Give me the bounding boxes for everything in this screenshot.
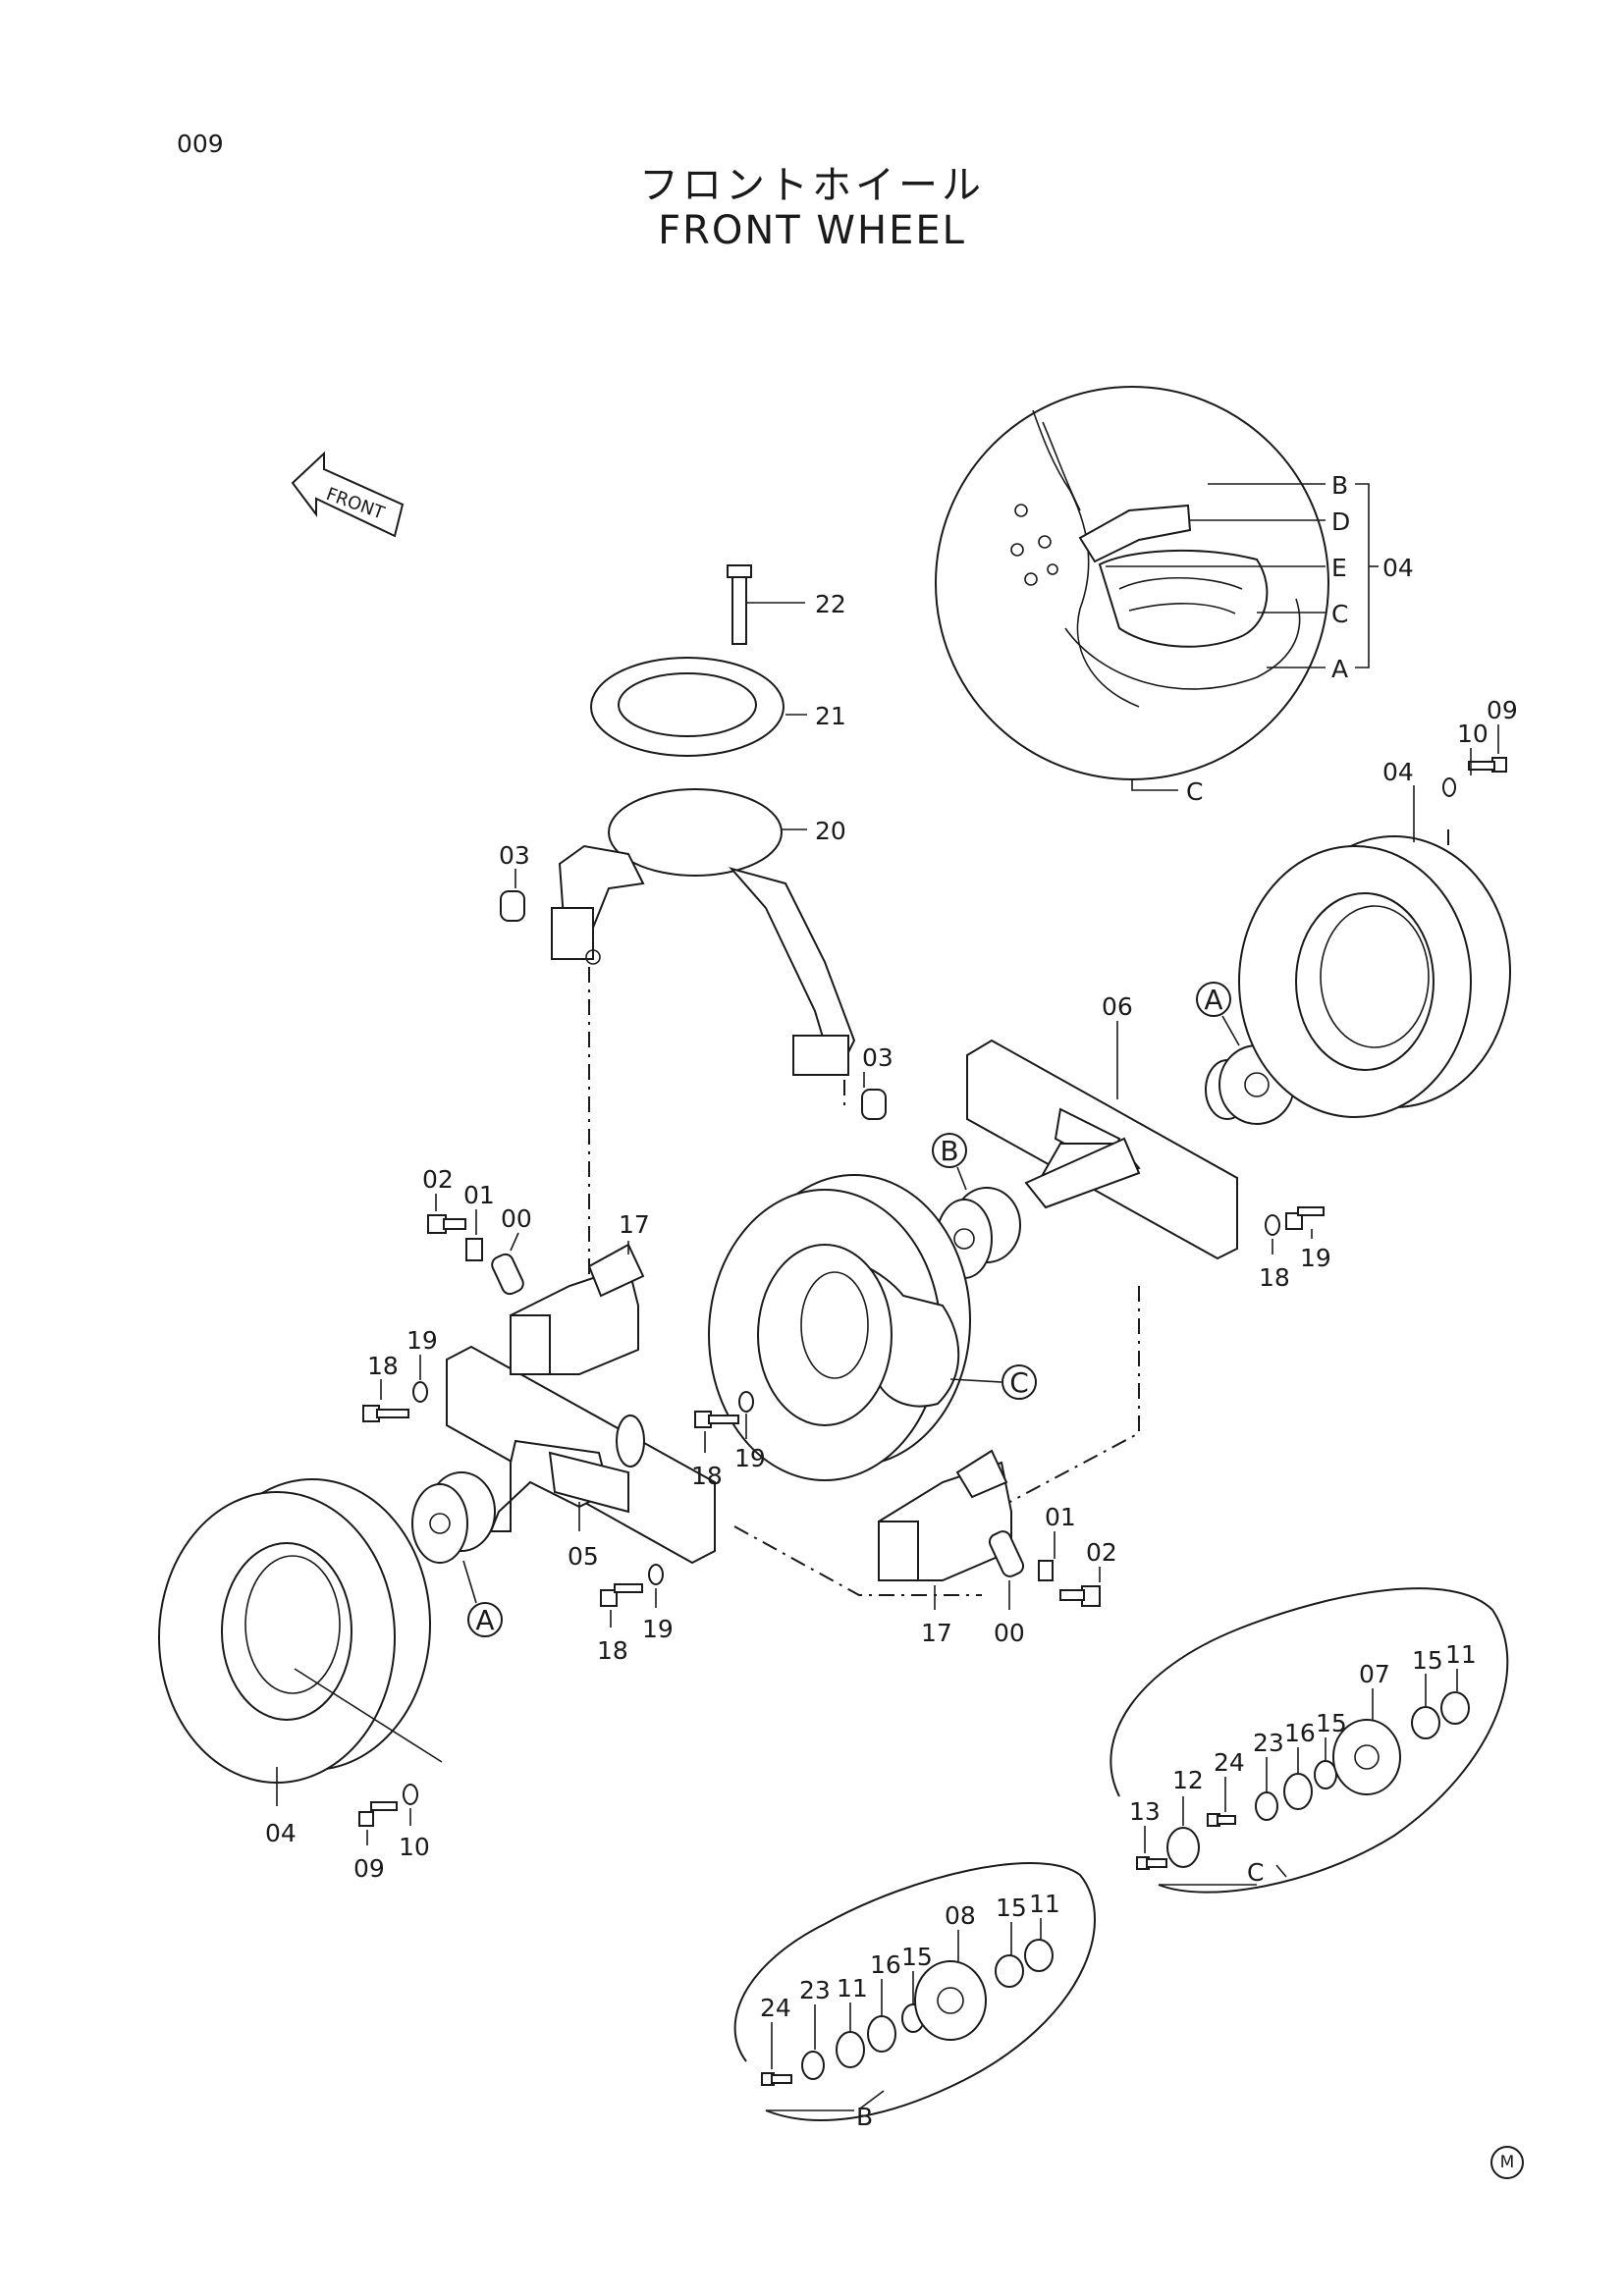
callout-19-set2: 19 [734,1444,766,1472]
callout-02-upper: 02 [422,1165,454,1194]
callout-16-c: 16 [1284,1719,1316,1747]
front-direction-arrow: FRONT [291,451,405,538]
circle-ref-b-main: B [932,1133,967,1191]
callout-23-c: 23 [1253,1729,1284,1757]
spindle-hub-b [936,1137,1141,1279]
group-c-label: C [1247,1858,1264,1887]
callout-24-c: 24 [1214,1748,1245,1777]
callout-13: 13 [1129,1797,1161,1826]
detail-parent-label: 04 [1382,554,1414,582]
group-b-label: B [856,2103,873,2131]
callout-12: 12 [1172,1766,1204,1794]
callout-10-right: 10 [1457,720,1489,748]
tire-04-left: 04 [158,1478,443,1847]
corner-circled-mark: M [1490,2146,1524,2179]
callout-09-left: 09 [353,1854,385,1883]
slewing-ring-21: 21 [590,657,846,757]
callout-04-right: 04 [1382,758,1414,786]
support-17-upper: 17 [509,1210,650,1375]
pin-00-upper: 00 [491,1204,532,1296]
detail-label-c: C [1331,600,1348,628]
hub-group-b: B 24 23 11 16 15 08 15 11 [733,1862,1096,2131]
page-title-japanese: フロントホイール [639,163,985,208]
callout-16-b: 16 [870,1950,901,1979]
callout-06: 06 [1102,992,1133,1021]
callout-24-b: 24 [760,1994,791,2022]
callout-19-set3: 19 [1300,1244,1331,1272]
callout-19-set1: 19 [406,1326,438,1355]
svg-text:C: C [1009,1366,1029,1399]
page-number: 009 [177,130,224,158]
callout-22: 22 [815,590,846,618]
pin-00-lower: 00 [988,1530,1025,1647]
plate-01-lower: 01 [1038,1503,1076,1581]
callout-02-lower: 02 [1086,1538,1117,1567]
hub-a-lower [411,1471,496,1564]
bolt-18-set-2: 18 19 [691,1391,766,1490]
callout-03-lower: 03 [862,1043,893,1072]
callout-15-b2: 15 [996,1894,1027,1922]
bolt-09-left: 09 10 [353,1784,430,1883]
bushing-03-lower: 03 [861,1043,893,1120]
callout-11-b2: 11 [1029,1890,1060,1918]
callout-23-b: 23 [799,1976,831,2004]
svg-text:A: A [475,1604,494,1636]
bolt-09-right: 09 10 [1442,696,1518,797]
svg-text:B: B [940,1135,958,1167]
bolt-02-upper: 02 [422,1165,466,1234]
callout-15-c1: 15 [1316,1709,1347,1737]
callout-18-set2: 18 [691,1462,723,1490]
callout-11-b1: 11 [837,1974,868,2002]
callout-17-upper: 17 [619,1210,650,1239]
circle-ref-a-upper: A [1196,982,1240,1046]
callout-10-left: 10 [399,1833,430,1861]
callout-18-set1: 18 [367,1352,399,1380]
page-title-english: FRONT WHEEL [658,208,966,253]
bolt-18-set-1: 18 19 [362,1326,438,1422]
bolt-18-set-3: 18 19 [1259,1206,1331,1292]
svg-text:A: A [1204,984,1222,1016]
frame-bracket-20: 20 [551,788,856,1076]
bolt-02-lower: 02 [1059,1538,1117,1607]
callout-01-lower: 01 [1045,1503,1076,1531]
callout-04-left: 04 [265,1819,297,1847]
support-17-lower: 17 [877,1449,1012,1647]
callout-17-lower: 17 [921,1619,952,1647]
callout-15-c2: 15 [1412,1646,1443,1675]
hub-group-c: C 13 12 24 23 16 15 07 15 11 [1110,1587,1509,1894]
callout-03-upper: 03 [499,841,530,870]
callout-08: 08 [945,1901,976,1930]
callout-00-lower: 00 [994,1619,1025,1647]
callout-09-right: 09 [1487,696,1518,724]
detail-label-a: A [1331,655,1348,683]
plate-01-upper: 01 [463,1181,495,1261]
callout-11-c: 11 [1445,1640,1477,1669]
detail-view-label: C [1186,777,1203,806]
callout-15-b1: 15 [901,1943,933,1971]
tire-c-cutaway [708,1174,1002,1481]
callout-01-upper: 01 [463,1181,495,1209]
circle-ref-c-main: C [1001,1364,1037,1400]
bolt-22: 22 [727,564,846,645]
detail-label-e: E [1331,554,1347,582]
callout-21: 21 [815,702,846,730]
detail-label-b: B [1331,471,1348,500]
callout-20: 20 [815,817,846,845]
bolt-18-set-4: 18 19 [597,1564,674,1665]
callout-00-upper: 00 [501,1204,532,1233]
detail-label-d: D [1331,507,1350,536]
callout-18-set3: 18 [1259,1263,1290,1292]
bushing-03-upper: 03 [499,841,530,922]
callout-19-set4: 19 [642,1615,674,1643]
callout-18-set4: 18 [597,1636,628,1665]
circle-ref-a-lower: A [462,1560,503,1637]
callout-07: 07 [1359,1660,1390,1688]
tire-detail-circle: B D E C A 04 C [935,386,1414,806]
tire-04-right: 04 [1238,758,1511,1118]
axle-05: 05 [446,1345,716,1571]
callout-05: 05 [568,1542,599,1571]
